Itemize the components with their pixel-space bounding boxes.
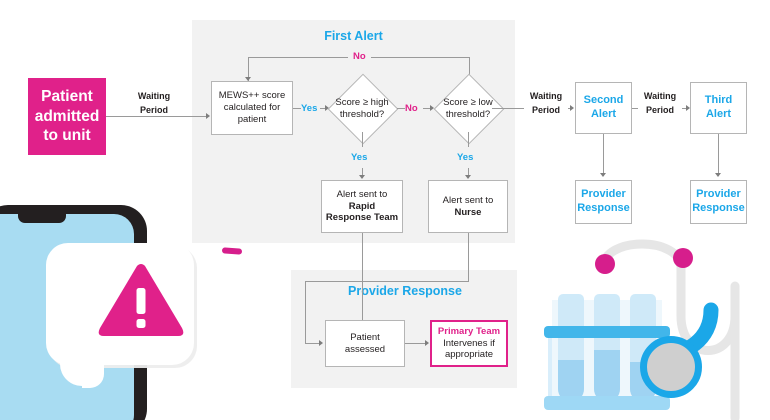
edge-arrow: [206, 113, 210, 119]
label-yes-to-high: Yes: [301, 103, 318, 114]
node-line: calculated for: [223, 102, 281, 114]
section-title-first-alert: First Alert: [324, 29, 383, 43]
edge-line: [718, 134, 719, 176]
edge-arrow: [319, 340, 323, 346]
label-line: Period: [531, 104, 560, 115]
label-waiting-period-3: Waiting Period: [638, 90, 682, 117]
label-line: Period: [139, 104, 168, 115]
node-line: to unit: [43, 127, 91, 145]
node-line: admitted: [34, 107, 100, 125]
node-line: Patient: [41, 87, 93, 105]
node-line: Provider: [696, 188, 741, 201]
label-yes-high: Yes: [351, 152, 368, 163]
node-line: Score ≥ low: [443, 97, 493, 109]
edge-line: [423, 108, 431, 109]
edge-arrow: [425, 340, 429, 346]
edge-arrow: [359, 175, 365, 179]
node-third-alert[interactable]: Third Alert: [690, 82, 747, 134]
node-decision-low-threshold-label: Score ≥ low threshold?: [434, 96, 502, 122]
phone-notch: [18, 214, 66, 223]
chat-bubble-tail: [60, 348, 104, 388]
edge-line: [305, 281, 306, 343]
stethoscope-chestpiece: [640, 336, 702, 398]
edge-line: [106, 116, 207, 117]
sparkle-icon: [221, 247, 243, 255]
node-provider-response-third[interactable]: Provider Response: [690, 180, 747, 224]
node-line: threshold?: [445, 109, 491, 120]
node-line: MEWS++ score: [218, 90, 286, 102]
edge-line: [397, 108, 405, 109]
node-line: Nurse: [454, 206, 482, 218]
node-line: assessed: [344, 343, 386, 355]
label-line: Waiting: [643, 91, 677, 101]
label-yes-low: Yes: [457, 152, 474, 163]
edge-arrow: [465, 175, 471, 179]
edge-arrow: [245, 77, 251, 81]
node-line: Alert sent to: [442, 194, 494, 206]
label-waiting-period-2: Waiting Period: [524, 90, 568, 117]
node-alert-rapid-response-team[interactable]: Alert sent to Rapid Response Team: [321, 180, 403, 233]
node-line: threshold?: [339, 109, 385, 120]
edge-line: [469, 57, 470, 76]
node-alert-nurse[interactable]: Alert sent to Nurse: [428, 180, 508, 233]
label-line: Period: [645, 104, 674, 115]
node-line: Third: [704, 94, 733, 107]
rack-side: [548, 332, 552, 402]
node-provider-response-second[interactable]: Provider Response: [575, 180, 632, 224]
label-waiting-period-1: Waiting Period: [123, 90, 185, 117]
label-no-loop: No: [348, 51, 371, 62]
warning-triangle-icon: [98, 264, 184, 336]
edge-arrow: [715, 173, 721, 177]
rack-base: [544, 396, 670, 410]
edge-line: [248, 57, 249, 81]
node-line: Intervenes if: [443, 337, 495, 349]
node-line: Rapid: [348, 200, 376, 212]
edge-line: [405, 343, 427, 344]
node-line: Alert: [590, 108, 617, 120]
node-line: Patient: [350, 331, 380, 343]
label-no-high-to-low: No: [405, 103, 418, 114]
edge-line: [362, 168, 363, 178]
edge-arrow: [325, 105, 329, 111]
edge-line: [362, 233, 363, 343]
node-line: Response: [577, 202, 630, 214]
edge-line: [305, 343, 321, 344]
node-line: Alert: [705, 108, 732, 120]
node-decision-high-threshold-label: Score ≥ high threshold?: [328, 96, 396, 122]
label-line: Waiting: [529, 91, 563, 101]
node-primary-team[interactable]: Primary Team Intervenes if appropriate: [430, 320, 508, 367]
edge-line: [468, 233, 469, 281]
node-second-alert[interactable]: Second Alert: [575, 82, 632, 134]
edge-line: [320, 108, 326, 109]
edge-arrow: [430, 105, 434, 111]
test-tube-liquid: [558, 360, 584, 402]
node-line: Response: [692, 202, 745, 214]
edge-line: [468, 132, 469, 147]
section-title-provider-response: Provider Response: [348, 284, 462, 298]
node-heading: Primary Team: [437, 325, 501, 337]
rack-bar: [544, 326, 670, 338]
node-line: appropriate: [444, 349, 494, 361]
edge-line: [468, 168, 469, 178]
edge-arrow: [600, 173, 606, 177]
edge-line: [603, 134, 604, 176]
node-line: Alert sent to: [336, 188, 388, 200]
node-line: Response Team: [325, 212, 399, 224]
node-line: Score ≥ high: [335, 97, 389, 109]
label-line: Waiting: [137, 91, 171, 101]
edge-line: [362, 132, 363, 147]
node-line: Second: [583, 94, 624, 107]
edge-line: [293, 108, 301, 109]
edge-arrow: [686, 105, 690, 111]
node-patient-assessed[interactable]: Patient assessed: [325, 320, 405, 367]
node-patient-admitted[interactable]: Patient admitted to unit: [28, 78, 106, 155]
node-mews-score[interactable]: MEWS++ score calculated for patient: [211, 81, 293, 135]
edge-line: [305, 281, 469, 282]
node-line: patient: [237, 113, 267, 125]
test-tube-liquid: [594, 350, 620, 402]
node-line: Provider: [581, 188, 626, 201]
edge-arrow: [570, 105, 574, 111]
